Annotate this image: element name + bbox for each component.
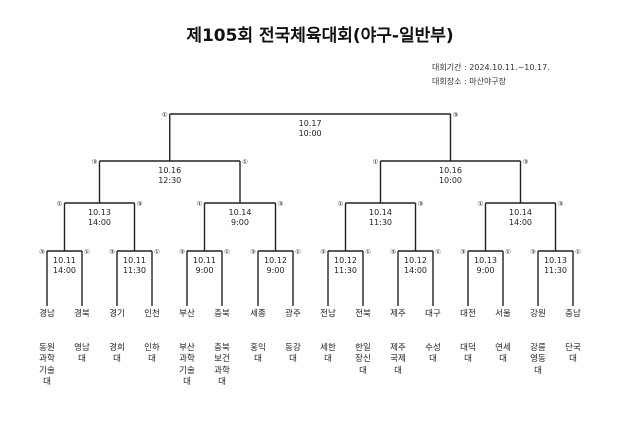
match-date-r2: 10.11 (123, 256, 146, 265)
match-date-sf_left: 10.16 (158, 166, 181, 175)
match-date-qf3: 10.14 (369, 208, 392, 217)
team-region: 경기 (109, 309, 125, 319)
team-school: 수성대 (425, 343, 441, 365)
match-date-qf1: 10.13 (88, 208, 111, 217)
match-date-r3: 10.11 (193, 256, 216, 265)
match-left-label-r4: ③ (250, 248, 256, 256)
match-right-label-sf_right: ③ (523, 158, 529, 166)
team-school: 연세대 (495, 343, 511, 365)
match-date-qf2: 10.14 (229, 208, 252, 217)
match-left-label-sf_right: ① (373, 158, 379, 166)
match-right-label-qf4: ③ (558, 200, 564, 208)
team-school: 영남대 (74, 343, 90, 365)
match-right-label-r1: ① (84, 248, 90, 256)
team-school: 단국대 (565, 343, 581, 365)
team-region: 경북 (74, 309, 90, 319)
match-left-label-r8: ③ (530, 248, 536, 256)
match-time-qf1: 14:00 (88, 218, 111, 227)
match-time-r8: 11:30 (544, 266, 567, 275)
match-left-label-r6: ③ (390, 248, 396, 256)
match-time-qf4: 14:00 (509, 218, 532, 227)
match-time-r6: 14:00 (404, 266, 427, 275)
match-time-qf2: 9:00 (231, 218, 249, 227)
match-left-label-r5: ③ (320, 248, 326, 256)
match-right-label-qf2: ③ (278, 200, 284, 208)
match-right-label-qf3: ③ (418, 200, 424, 208)
match-left-label-qf1: ① (57, 200, 63, 208)
match-time-r2: 11:30 (123, 266, 146, 275)
match-right-label-r3: ① (224, 248, 230, 256)
match-time-r4: 9:00 (267, 266, 285, 275)
match-time-r7: 9:00 (477, 266, 495, 275)
match-right-label-r6: ① (435, 248, 441, 256)
match-time-qf3: 11:30 (369, 218, 392, 227)
team-school: 세한대 (320, 343, 336, 365)
match-time-r3: 9:00 (196, 266, 214, 275)
team-region: 대구 (425, 309, 441, 319)
match-time-r5: 11:30 (334, 266, 357, 275)
team-region: 부산 (179, 309, 195, 319)
match-left-label-qf2: ① (197, 200, 203, 208)
team-region: 전북 (355, 309, 371, 319)
team-region: 충남 (565, 309, 581, 319)
team-region: 대전 (460, 309, 476, 319)
match-left-label-qf4: ① (478, 200, 484, 208)
team-region: 충북 (214, 309, 230, 319)
match-right-label-r2: ① (154, 248, 160, 256)
match-date-final: 10.17 (299, 119, 322, 128)
match-right-label-r7: ① (505, 248, 511, 256)
match-left-label-sf_left: ③ (92, 158, 98, 166)
team-region: 경남 (39, 309, 55, 319)
match-right-label-r5: ① (365, 248, 371, 256)
team-school: 동강대 (285, 343, 301, 365)
team-school: 제주국제대 (390, 343, 406, 376)
team-school: 경희대 (109, 343, 125, 365)
team-region: 인천 (144, 309, 160, 319)
team-school: 강릉영동대 (530, 343, 546, 376)
match-left-label-qf3: ① (338, 200, 344, 208)
team-region: 세종 (250, 309, 266, 319)
match-right-label-r4: ① (295, 248, 301, 256)
match-time-final: 10:00 (299, 129, 322, 138)
team-school: 홍익대 (250, 343, 266, 365)
match-left-label-r1: ③ (39, 248, 45, 256)
match-date-r6: 10.12 (404, 256, 427, 265)
team-region: 전남 (320, 309, 336, 319)
team-region: 강원 (530, 309, 546, 319)
match-right-label-sf_left: ① (242, 158, 248, 166)
team-region: 광주 (285, 309, 301, 319)
match-date-r8: 10.13 (544, 256, 567, 265)
match-left-label-r3: ③ (179, 248, 185, 256)
match-date-sf_right: 10.16 (439, 166, 462, 175)
match-left-label-r7: ③ (460, 248, 466, 256)
team-school: 인하대 (144, 343, 160, 365)
match-date-r7: 10.13 (474, 256, 497, 265)
match-left-label-final: ① (162, 111, 168, 119)
team-school: 한일장신대 (355, 343, 371, 376)
match-time-sf_left: 12:30 (158, 176, 181, 185)
page-title: 제105회 전국체육대회(야구-일반부) (186, 26, 454, 46)
team-region: 서울 (495, 309, 511, 319)
event-venue: 대회장소 : 마산야구장 (432, 77, 507, 86)
match-time-sf_right: 10:00 (439, 176, 462, 185)
match-date-qf4: 10.14 (509, 208, 532, 217)
team-region: 제주 (390, 309, 406, 319)
team-school: 부산과학기술대 (179, 343, 195, 388)
team-school: 동원과학기술대 (39, 343, 55, 388)
event-period: 대회기간 : 2024.10.11.~10.17. (432, 63, 550, 72)
match-right-label-qf1: ③ (137, 200, 143, 208)
team-school: 충북보건과학대 (214, 343, 230, 388)
match-date-r4: 10.12 (264, 256, 287, 265)
team-school: 대덕대 (460, 343, 476, 365)
match-right-label-final: ③ (453, 111, 459, 119)
match-date-r1: 10.11 (53, 256, 76, 265)
match-time-r1: 14:00 (53, 266, 76, 275)
match-right-label-r8: ① (575, 248, 581, 256)
match-date-r5: 10.12 (334, 256, 357, 265)
match-left-label-r2: ③ (109, 248, 115, 256)
